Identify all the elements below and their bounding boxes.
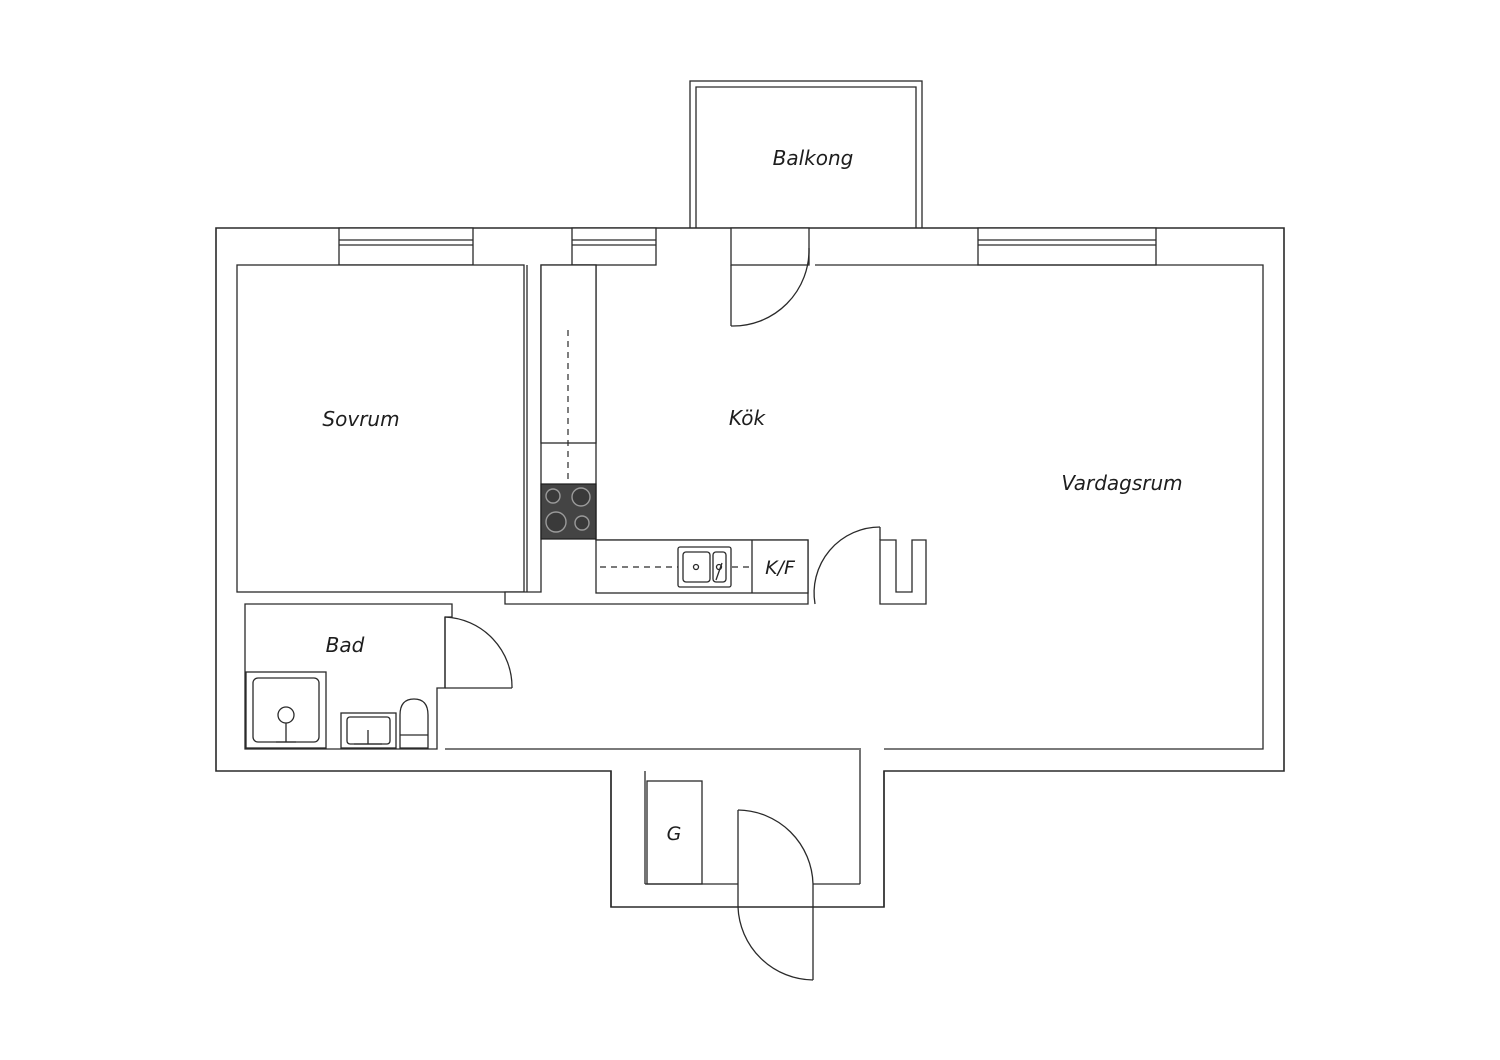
kitchen-door[interactable] [813, 526, 881, 605]
window-kok [571, 227, 657, 266]
window-vardagsrum [977, 227, 1157, 266]
toilet [399, 698, 429, 749]
bathroom-door[interactable] [444, 616, 513, 689]
shower [245, 671, 327, 749]
window-sovrum [338, 227, 474, 266]
room-label-bad: Bad [326, 633, 365, 657]
room-label-balkong: Balkong [773, 146, 854, 170]
sink [677, 546, 732, 588]
hall-partition [879, 539, 927, 605]
room-label-sovrum: Sovrum [322, 407, 399, 431]
room-label-kok: Kök [729, 406, 767, 430]
washbasin [340, 712, 397, 749]
balcony-door[interactable] [730, 227, 810, 327]
room-label-vardagsrum: Vardagsrum [1061, 471, 1182, 495]
entrance-corridor [610, 750, 885, 907]
label-kf: K/F [765, 557, 796, 579]
room-sovrum [236, 264, 525, 593]
entrance-door[interactable] [737, 809, 814, 981]
label-g: G [667, 823, 682, 845]
